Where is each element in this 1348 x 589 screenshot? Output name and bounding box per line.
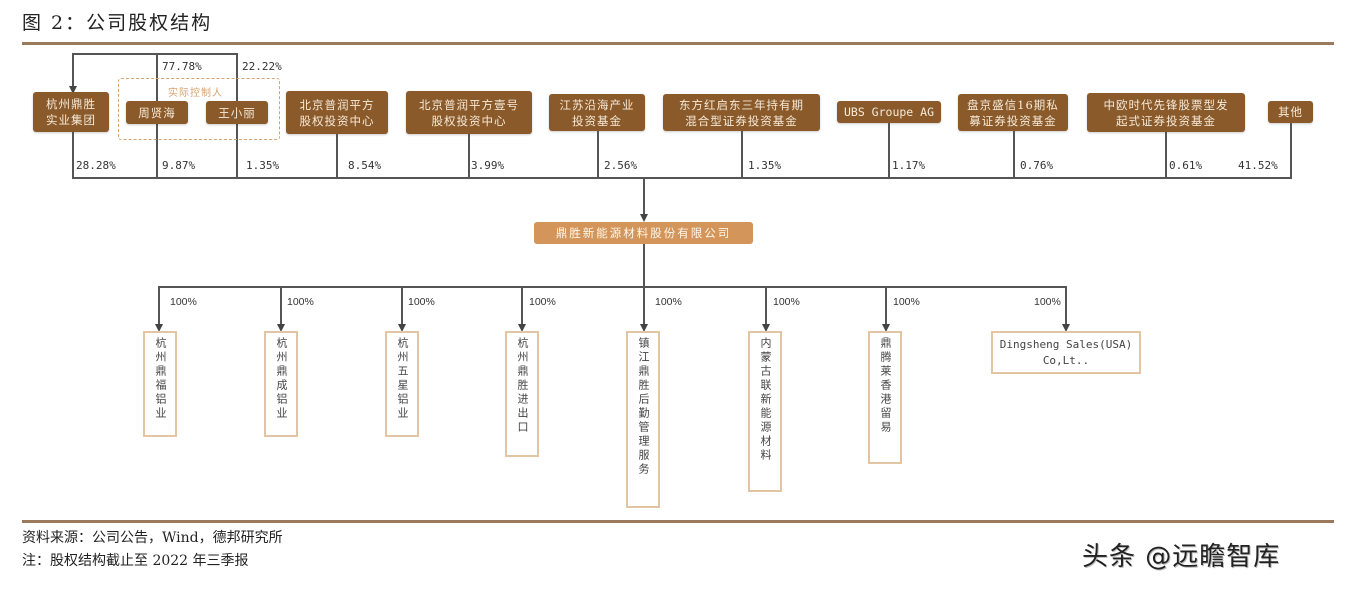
stake-pct: 28.28%: [76, 159, 116, 172]
shareholder-others[interactable]: 其他: [1268, 101, 1313, 123]
stake-line: [1013, 131, 1015, 178]
subsidiary-label: 鼎腾莱香港留易: [879, 337, 892, 435]
subsidiary-dingsheng-usa[interactable]: Dingsheng Sales(USA) Co,Lt..: [991, 331, 1141, 374]
arrow-down-icon: [640, 214, 648, 222]
from-company-line: [643, 244, 645, 287]
sub-line: [643, 287, 645, 325]
stake-line: [1165, 132, 1167, 178]
watermark: 头条 @远瞻智库: [1082, 542, 1281, 572]
arrow-down-icon: [69, 86, 77, 94]
stake-line: [888, 123, 890, 178]
sub-pct: 100%: [408, 296, 435, 308]
shareholder-zhou-xianhai[interactable]: 周贤海: [126, 101, 188, 124]
zhou-group-stake: 77.78%: [162, 60, 202, 73]
sub-pct: 100%: [287, 296, 314, 308]
shareholder-collector-line: [72, 177, 1292, 179]
date-note: 注：股权结构截止至 2022 年三季报: [22, 553, 249, 569]
subsidiary-label: 杭州鼎胜进出口: [516, 337, 529, 435]
actual-controller-group: [118, 78, 280, 140]
stake-pct: 1.17%: [892, 159, 926, 172]
arrow-down-icon: [155, 324, 163, 332]
company-box[interactable]: 鼎胜新能源材料股份有限公司: [534, 222, 753, 244]
stake-pct: 9.87%: [162, 159, 196, 172]
sub-line: [765, 287, 767, 325]
sub-line: [158, 287, 160, 325]
arrow-down-icon: [398, 324, 406, 332]
subsidiary-inner-mongolia-new-energy[interactable]: 内蒙古联新能源材料: [748, 331, 782, 492]
shareholder-ubs[interactable]: UBS Groupe AG: [837, 101, 941, 123]
arrow-down-icon: [640, 324, 648, 332]
subsidiary-hangzhou-dingcheng[interactable]: 杭州鼎成铝业: [264, 331, 298, 437]
subsidiary-zhenjiang-logistics[interactable]: 镇江鼎胜后勤管理服务: [626, 331, 660, 508]
subsidiary-label: 杭州鼎成铝业: [275, 337, 288, 421]
arrow-down-icon: [277, 324, 285, 332]
subsidiary-label: 杭州五星铝业: [396, 337, 409, 421]
sub-line: [401, 287, 403, 325]
subsidiary-hk-trading[interactable]: 鼎腾莱香港留易: [868, 331, 902, 464]
subsidiary-distributor-line: [158, 286, 1067, 288]
stake-line: [597, 131, 599, 178]
bottom-divider: [22, 520, 1334, 523]
stake-line: [72, 132, 74, 178]
top-divider: [22, 42, 1334, 45]
subsidiary-label: 镇江鼎胜后勤管理服务: [637, 337, 650, 477]
subsidiary-hangzhou-import-export[interactable]: 杭州鼎胜进出口: [505, 331, 539, 457]
stake-pct: 41.52%: [1238, 159, 1278, 172]
shareholder-wang-xiaoli[interactable]: 王小丽: [206, 101, 268, 124]
stake-pct: 0.61%: [1169, 159, 1203, 172]
controller-link-line: [72, 53, 74, 87]
shareholder-orient-red-fund[interactable]: 东方红启东三年持有期 混合型证券投资基金: [663, 94, 820, 131]
shareholder-jiangsu-coastal-fund[interactable]: 江苏沿海产业 投资基金: [549, 94, 645, 131]
shareholder-hangzhou-dingsheng-group[interactable]: 杭州鼎胜 实业集团: [33, 92, 109, 132]
arrow-down-icon: [882, 324, 890, 332]
subsidiary-label: 内蒙古联新能源材料: [759, 337, 772, 463]
subsidiary-hangzhou-dingfu[interactable]: 杭州鼎福铝业: [143, 331, 177, 437]
sub-line: [521, 287, 523, 325]
subsidiary-hangzhou-wuxing[interactable]: 杭州五星铝业: [385, 331, 419, 437]
stake-pct: 1.35%: [246, 159, 280, 172]
sub-pct: 100%: [1034, 296, 1061, 308]
shareholder-beijing-purun[interactable]: 北京普润平方 股权投资中心: [286, 91, 388, 134]
arrow-down-icon: [518, 324, 526, 332]
shareholder-zhongou-fund[interactable]: 中欧时代先锋股票型发 起式证券投资基金: [1087, 93, 1245, 132]
stake-pct: 3.99%: [471, 159, 505, 172]
to-company-line: [643, 178, 645, 216]
sub-line: [280, 287, 282, 325]
shareholder-panjing-fund[interactable]: 盘京盛信16期私 募证券投资基金: [958, 94, 1068, 131]
controller-link-line: [72, 53, 238, 55]
sub-line: [885, 287, 887, 325]
actual-controller-label: 实际控制人: [168, 88, 223, 99]
sub-pct: 100%: [529, 296, 556, 308]
sub-pct: 100%: [773, 296, 800, 308]
stake-line: [468, 134, 470, 178]
source-note: 资料来源：公司公告，Wind，德邦研究所: [22, 530, 283, 546]
stake-pct: 0.76%: [1020, 159, 1054, 172]
stake-pct: 8.54%: [348, 159, 382, 172]
sub-pct: 100%: [893, 296, 920, 308]
sub-line: [1065, 287, 1067, 325]
wang-group-stake: 22.22%: [242, 60, 282, 73]
arrow-down-icon: [1062, 324, 1070, 332]
stake-line: [741, 131, 743, 178]
subsidiary-label: 杭州鼎福铝业: [154, 337, 167, 421]
stake-pct: 1.35%: [748, 159, 782, 172]
sub-pct: 100%: [170, 296, 197, 308]
page-title: 图 2：公司股权结构: [22, 12, 213, 34]
stake-line: [1290, 123, 1292, 178]
stake-line: [336, 134, 338, 178]
sub-pct: 100%: [655, 296, 682, 308]
arrow-down-icon: [762, 324, 770, 332]
stake-pct: 2.56%: [604, 159, 638, 172]
shareholder-beijing-purun-no1[interactable]: 北京普润平方壹号 股权投资中心: [406, 91, 532, 134]
